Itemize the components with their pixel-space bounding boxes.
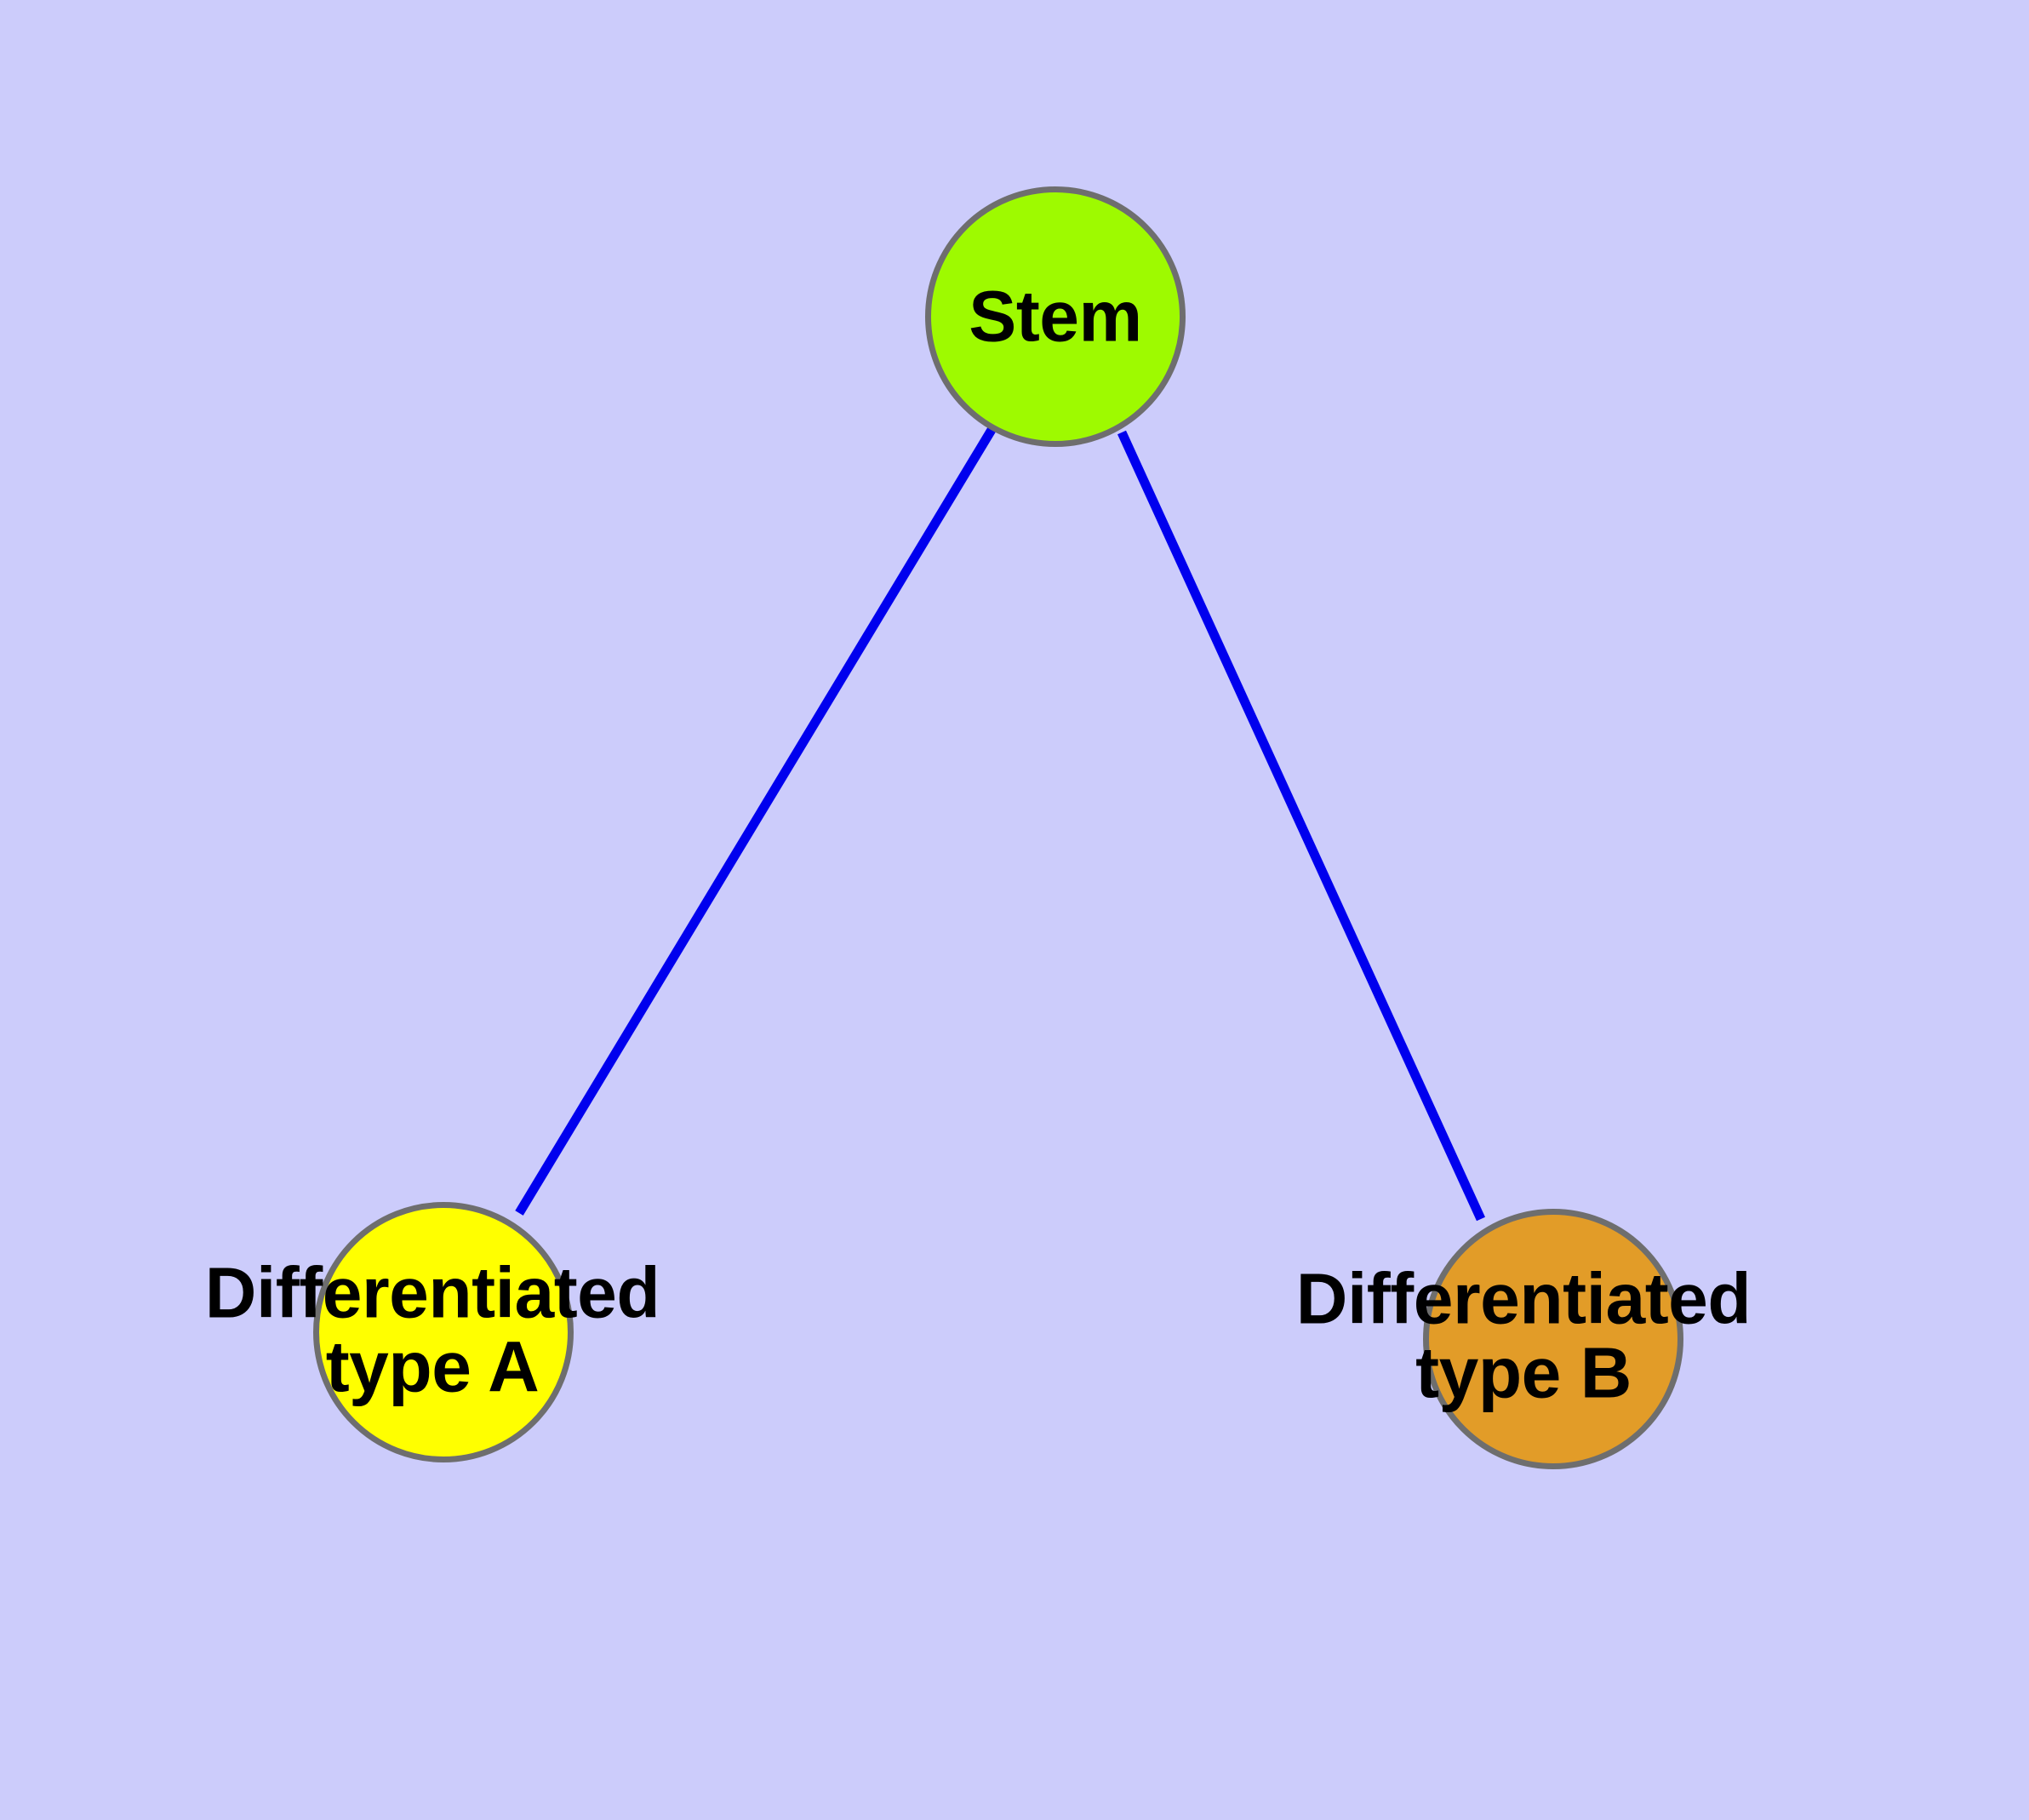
node-differentiated-type-a[interactable] bbox=[313, 1202, 574, 1462]
node-differentiated-type-b[interactable] bbox=[1423, 1209, 1683, 1469]
node-stem[interactable] bbox=[925, 186, 1186, 447]
edge-stem-to-differentiated-type-a bbox=[515, 427, 996, 1216]
edge-stem-to-differentiated-type-b bbox=[1117, 430, 1486, 1222]
